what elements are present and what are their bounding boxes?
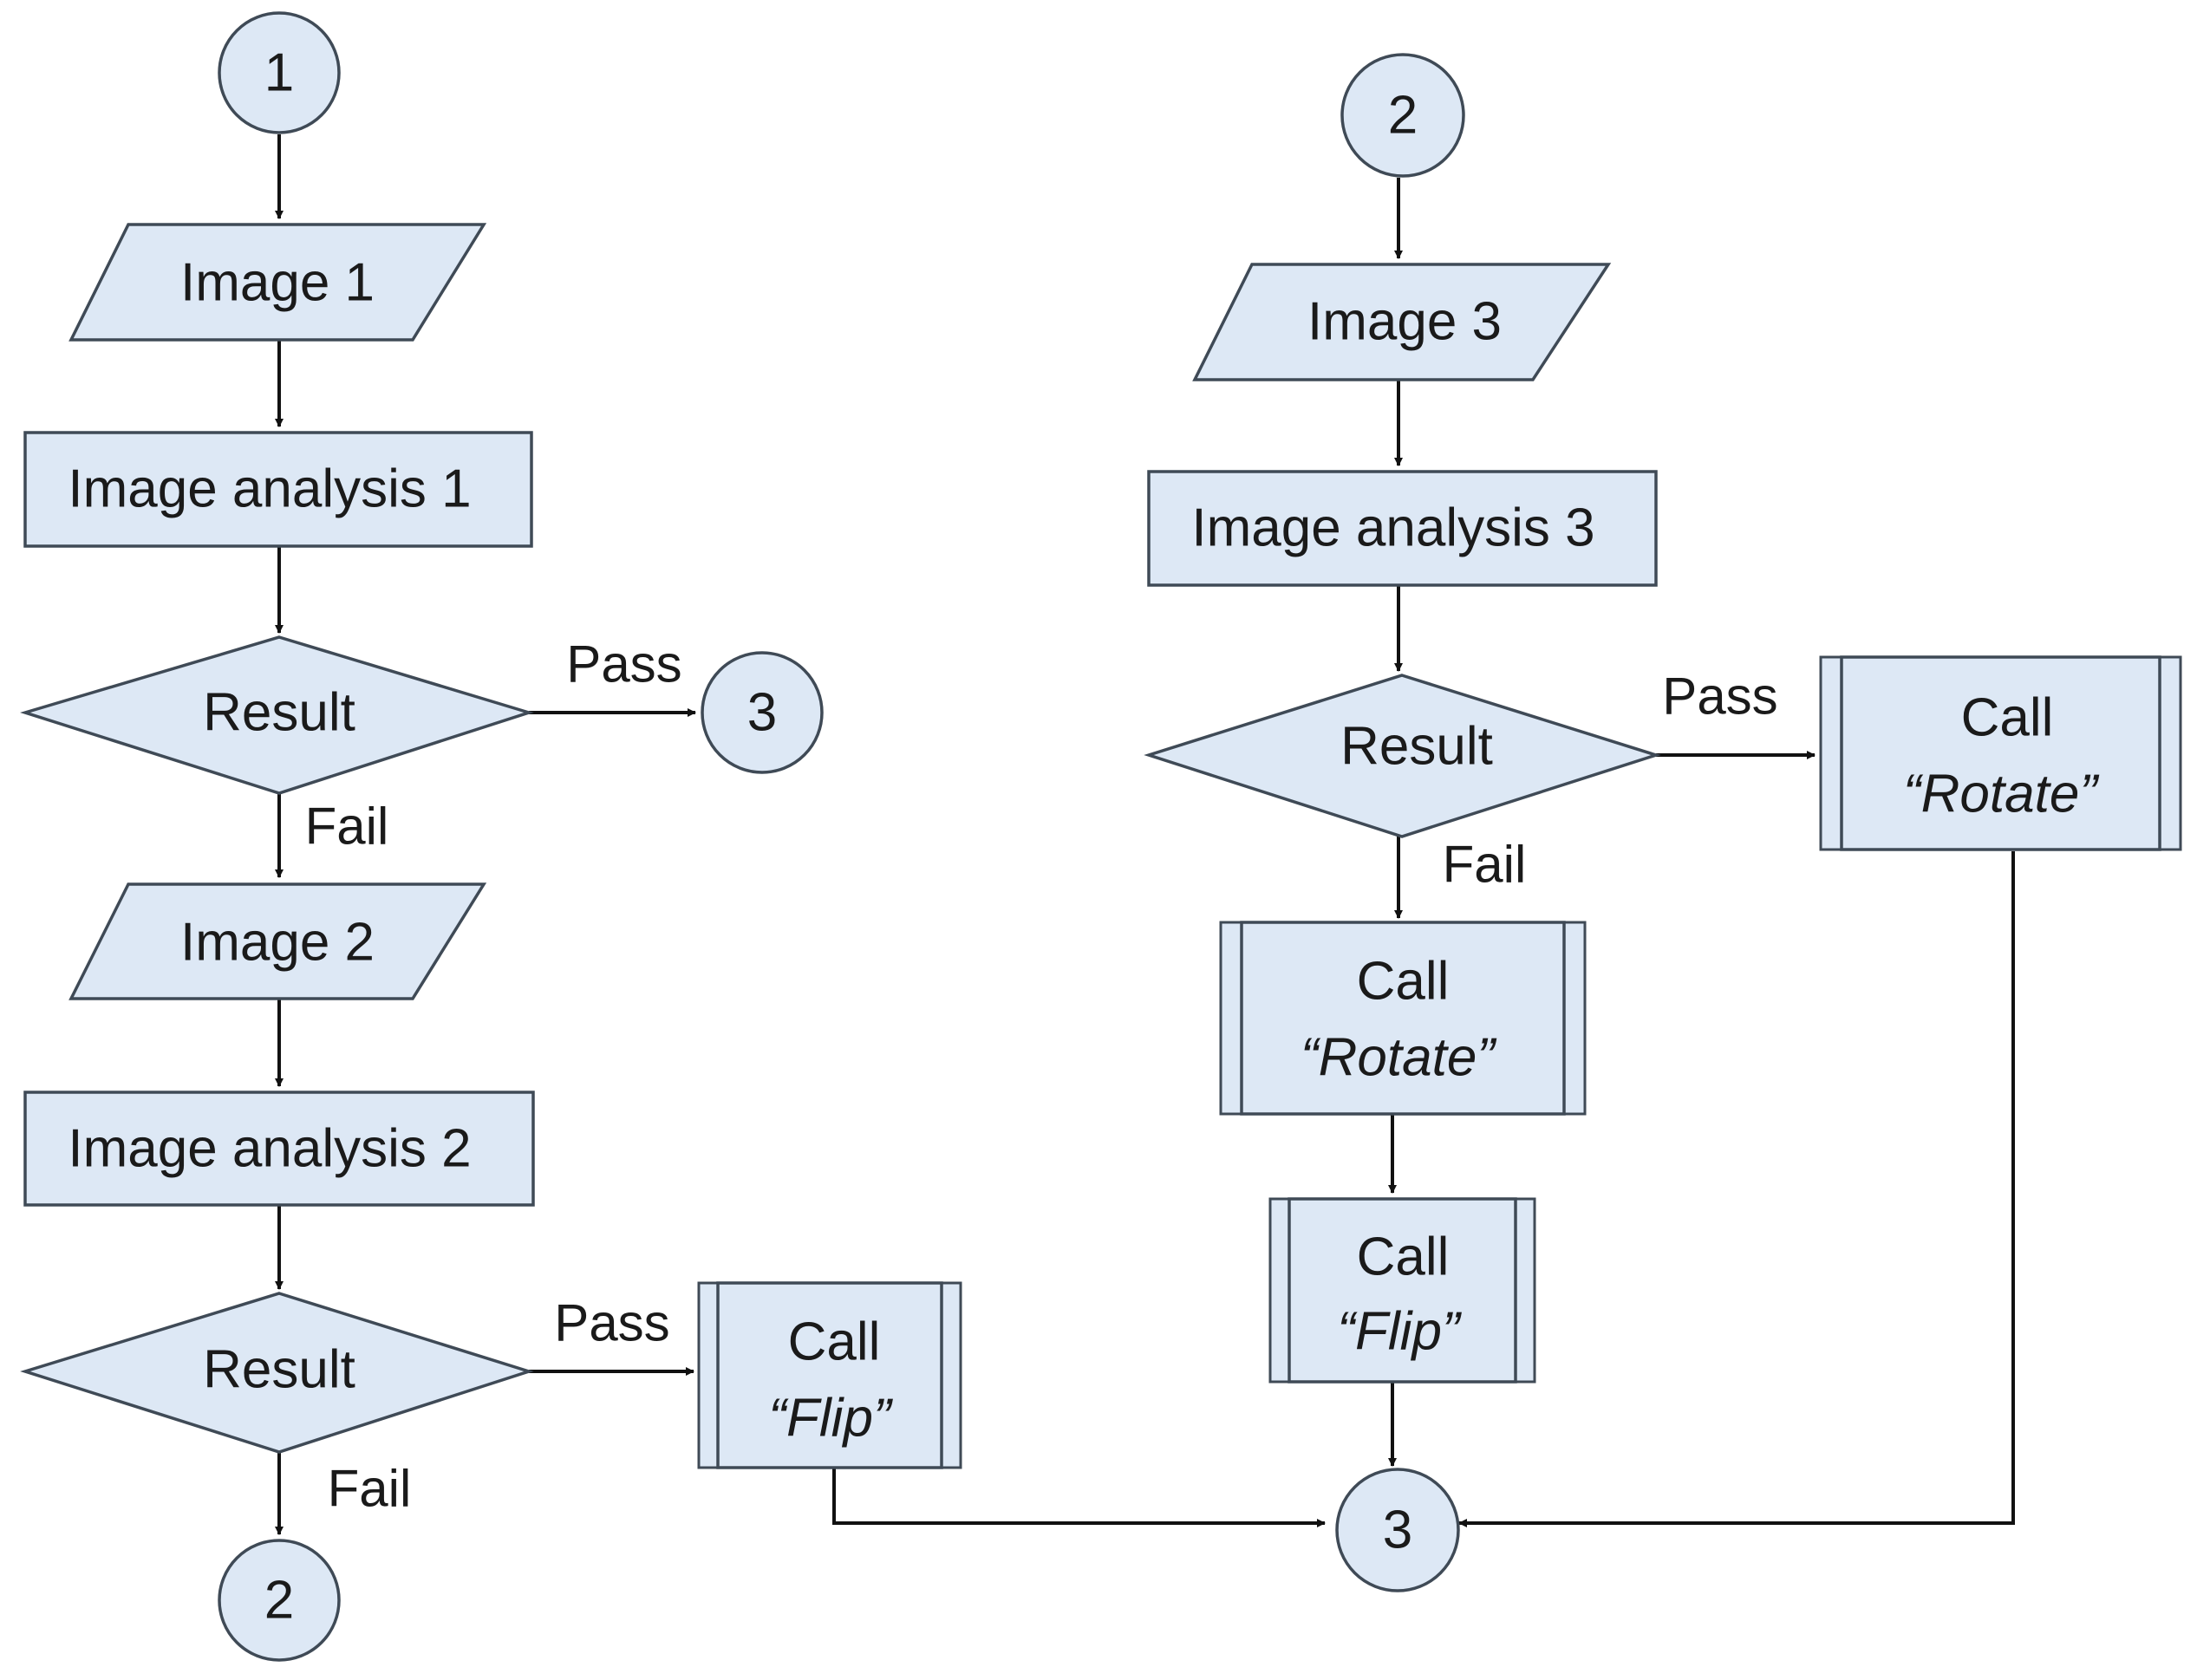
connector-start-2: 2 xyxy=(1340,53,1465,178)
subprocess-call-rotate-fail: Call “Rotate” xyxy=(1219,921,1587,1116)
connector-to-2: 2 xyxy=(218,1539,341,1662)
connector-label: 1 xyxy=(264,43,294,103)
decision-result-2: Result xyxy=(20,1292,534,1454)
edge-label-fail: Fail xyxy=(305,798,389,856)
connector-start-1: 1 xyxy=(218,11,341,134)
decision-label: Result xyxy=(1340,717,1493,777)
subprocess-call-flip-left: Call “Flip” xyxy=(697,1281,962,1469)
subprocess-label-line1: Call xyxy=(1961,688,2054,748)
decision-result-3: Result xyxy=(1144,674,1661,838)
connector-label: 2 xyxy=(264,1571,294,1631)
decision-label: Result xyxy=(203,683,355,743)
connector-label: 3 xyxy=(747,683,777,743)
input-label: Image 2 xyxy=(180,913,375,973)
input-image-1: Image 1 xyxy=(68,223,487,342)
subprocess-label-line2: “Flip” xyxy=(1337,1302,1462,1362)
edge-label-pass: Pass xyxy=(554,1294,669,1352)
process-image-analysis-3: Image analysis 3 xyxy=(1147,470,1658,587)
edge-rotate-right-to-3 xyxy=(1458,851,2015,1527)
subprocess-label-line1: Call xyxy=(1357,952,1450,1012)
subprocess-call-rotate-pass: Call “Rotate” xyxy=(1819,655,2182,851)
connector-to-3: 3 xyxy=(701,651,824,774)
process-label: Image analysis 2 xyxy=(68,1119,471,1179)
edge-label-fail: Fail xyxy=(1443,836,1527,894)
input-image-3: Image 3 xyxy=(1192,263,1612,381)
edge-flip-left-to-3 xyxy=(832,1463,1326,1527)
process-image-analysis-1: Image analysis 1 xyxy=(23,431,533,548)
edge-label-pass: Pass xyxy=(566,635,681,693)
connector-end-3: 3 xyxy=(1335,1468,1460,1592)
input-image-2: Image 2 xyxy=(68,882,487,1000)
process-image-analysis-2: Image analysis 2 xyxy=(23,1091,535,1207)
decision-result-1: Result xyxy=(20,635,534,795)
edge-label-pass: Pass xyxy=(1662,667,1777,726)
subprocess-label-line1: Call xyxy=(1357,1227,1450,1287)
process-label: Image analysis 3 xyxy=(1191,498,1594,558)
edge-label-fail: Fail xyxy=(328,1460,412,1518)
subprocess-label-line1: Call xyxy=(788,1312,881,1372)
edges xyxy=(275,134,2015,1535)
input-label: Image 1 xyxy=(180,253,375,313)
process-label: Image analysis 1 xyxy=(68,459,471,519)
input-label: Image 3 xyxy=(1307,292,1502,352)
subprocess-call-flip-right: Call “Flip” xyxy=(1268,1197,1536,1384)
connector-label: 3 xyxy=(1383,1501,1412,1560)
connector-label: 2 xyxy=(1388,86,1418,146)
subprocess-label-line2: “Rotate” xyxy=(1903,765,2099,824)
subprocess-label-line2: “Flip” xyxy=(768,1389,893,1449)
subprocess-label-line2: “Rotate” xyxy=(1301,1028,1496,1088)
decision-label: Result xyxy=(203,1340,355,1400)
